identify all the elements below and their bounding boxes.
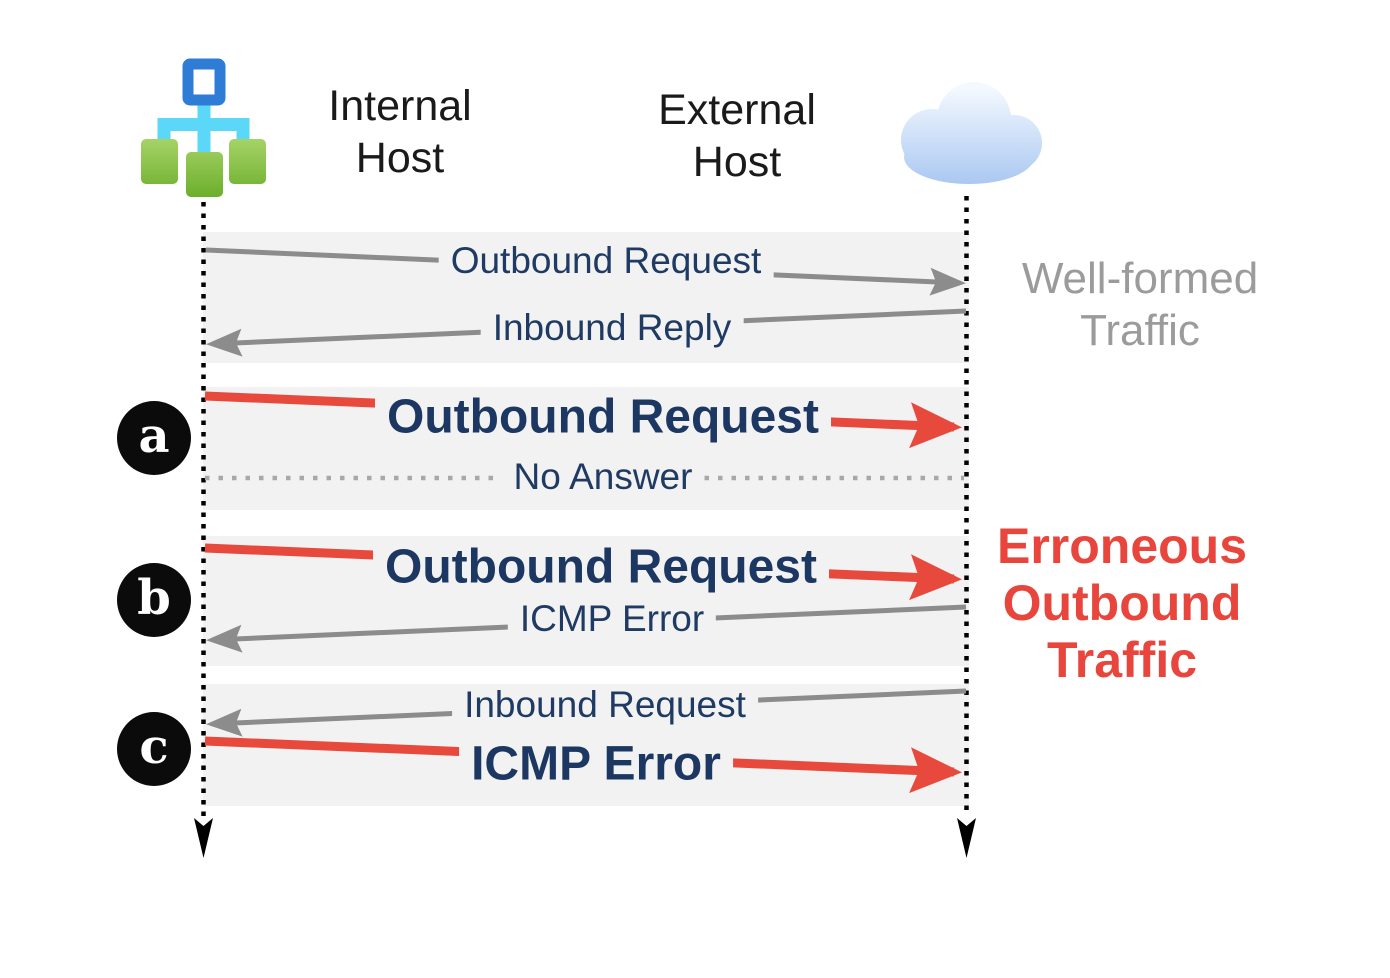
message-label-outbound-request-a: Outbound Request xyxy=(375,389,831,445)
message-label-no-answer: No Answer xyxy=(501,456,705,498)
lifeline-external xyxy=(957,196,976,858)
message-label-icmp-error-c: ICMP Error xyxy=(459,736,733,792)
badge-a: a xyxy=(117,401,191,475)
message-label-icmp-error-b: ICMP Error xyxy=(507,598,717,640)
message-label-outbound-request-1: Outbound Request xyxy=(438,240,774,282)
external-host-label: External Host xyxy=(658,86,816,187)
message-label-inbound-reply: Inbound Reply xyxy=(480,307,744,349)
badge-b: b xyxy=(117,563,191,637)
lifeline-internal xyxy=(194,202,213,858)
cloud-icon xyxy=(901,82,1042,184)
internal-host-label: Internal Host xyxy=(328,82,472,183)
message-label-inbound-request: Inbound Request xyxy=(452,684,758,726)
network-topology-icon xyxy=(141,58,266,197)
well-formed-traffic-label: Well-formed Traffic xyxy=(1021,254,1259,355)
message-label-outbound-request-b: Outbound Request xyxy=(373,539,829,595)
erroneous-outbound-traffic-label: Erroneous Outbound Traffic xyxy=(996,518,1248,688)
badge-c: c xyxy=(117,712,191,786)
